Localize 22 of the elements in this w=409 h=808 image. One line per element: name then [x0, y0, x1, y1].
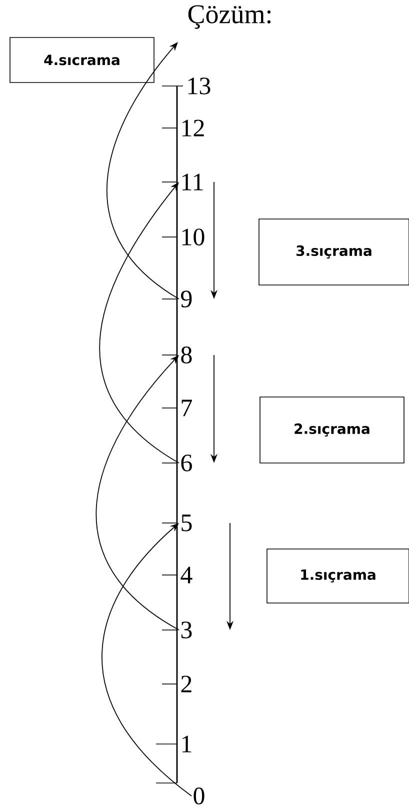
arrow [102, 523, 192, 796]
tick-label: 13 [188, 78, 210, 94]
tick-label: 3 [181, 622, 192, 638]
tick-label: 9 [181, 290, 192, 308]
arrow [106, 42, 180, 300]
title: Çözüm: [188, 5, 271, 29]
tick-label: 1 [182, 736, 192, 752]
tick-label: 11 [182, 174, 203, 190]
tick-label: 8 [181, 346, 192, 364]
tick-label: 4 [180, 566, 192, 584]
tick-label: 6 [181, 454, 192, 472]
arrow [96, 355, 180, 630]
tick-label: 2 [181, 676, 192, 692]
label-box: 4.sıcrama [10, 37, 154, 83]
label-box: 3.sıçrama [258, 218, 409, 286]
tick-label: 5 [182, 514, 192, 532]
tick-label: 12 [182, 120, 204, 136]
tick-label: 10 [182, 228, 204, 246]
tick-label: 7 [182, 400, 192, 416]
label-box: 2.sıçrama [260, 396, 404, 464]
tick-label: 0 [194, 788, 204, 804]
label-box: 1.sıçrama [266, 548, 409, 604]
